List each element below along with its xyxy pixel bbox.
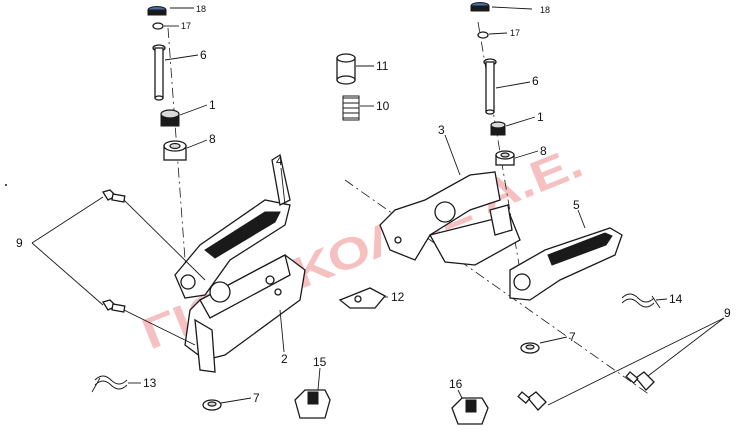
callout-16: 16 — [449, 377, 463, 391]
callout-3: 3 — [438, 123, 445, 137]
callout-1-right: 1 — [537, 110, 544, 124]
pin-6-left — [152, 44, 166, 101]
bolt-9-left-top — [101, 189, 126, 203]
washer-17-left — [152, 22, 164, 30]
callout-15: 15 — [313, 355, 327, 369]
spring-10 — [342, 95, 360, 121]
plate-12 — [338, 287, 387, 309]
washer-8-right — [495, 150, 515, 166]
right-assembly: 18 17 6 1 8 3 5 14 7 9 16 — [344, 2, 731, 425]
clip-15 — [294, 389, 331, 419]
bolt-9-right-a — [517, 391, 547, 411]
sleeve-11 — [336, 53, 356, 85]
bolt-9-left-bottom — [101, 299, 126, 313]
callout-8-left: 8 — [209, 132, 216, 146]
bushing-1-left — [160, 109, 180, 127]
spring-13 — [91, 375, 128, 393]
callout-8-right: 8 — [540, 144, 547, 158]
left-assembly: 18 17 6 1 8 4 9 2 13 7 15 — [16, 4, 331, 419]
callout-9-left: 9 — [16, 236, 23, 250]
callout-9-right: 9 — [724, 306, 731, 320]
callout-4: 4 — [276, 154, 283, 168]
bolt-9-right-b — [625, 371, 655, 391]
callout-6-left: 6 — [200, 48, 207, 62]
washer-17-right — [477, 31, 489, 39]
footrest-4 — [174, 153, 291, 299]
callout-14: 14 — [669, 292, 683, 306]
callout-7-left: 7 — [253, 391, 260, 405]
middle-parts: 11 10 12 — [336, 53, 405, 309]
cap-18-right — [470, 2, 490, 12]
washer-8-left — [163, 140, 187, 161]
callout-17-right: 17 — [510, 28, 520, 38]
clip-16 — [451, 397, 489, 425]
callout-17-left: 17 — [181, 21, 191, 31]
callout-10: 10 — [376, 99, 390, 113]
cap-18-left — [147, 6, 167, 16]
callout-11: 11 — [376, 59, 389, 73]
callout-12: 12 — [391, 290, 405, 304]
callout-1-left: 1 — [209, 98, 216, 112]
callout-5: 5 — [573, 198, 580, 212]
bracket-2 — [184, 254, 306, 373]
callout-6-right: 6 — [532, 74, 539, 88]
bushing-1-right — [490, 121, 506, 136]
stray-mark — [5, 184, 7, 186]
footrest-5 — [509, 227, 623, 301]
callout-18-left: 18 — [196, 4, 206, 14]
callout-18-right: 18 — [540, 5, 550, 15]
pin-6-right — [483, 58, 497, 115]
washer-7-left — [202, 399, 222, 411]
spring-14 — [621, 293, 661, 309]
callout-7-right: 7 — [569, 330, 576, 344]
bracket-3 — [379, 171, 521, 266]
callout-2: 2 — [281, 352, 288, 366]
callout-13: 13 — [143, 376, 157, 390]
washer-7-right — [520, 342, 540, 354]
